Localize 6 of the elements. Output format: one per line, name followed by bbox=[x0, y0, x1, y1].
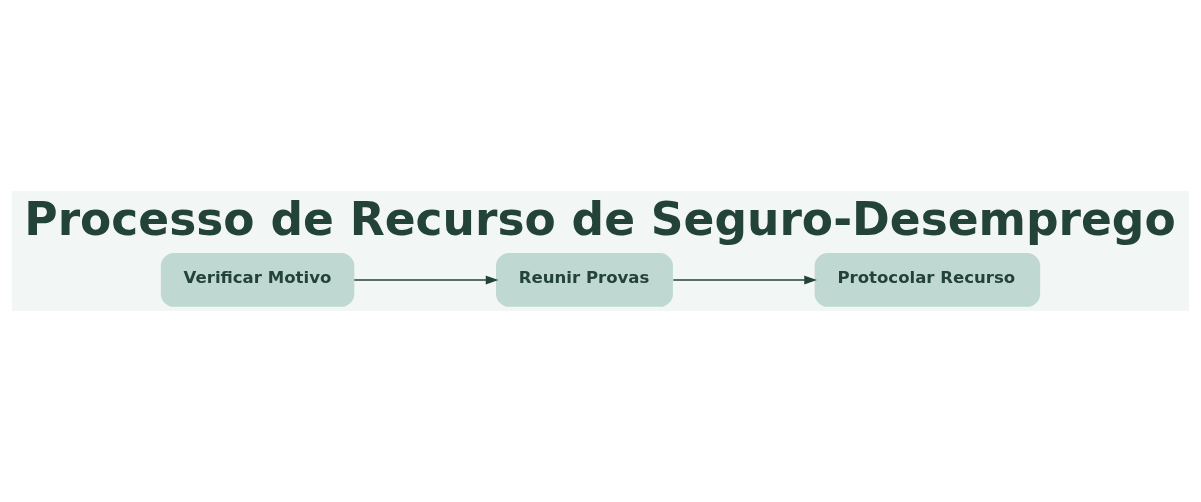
arrow bbox=[353, 275, 499, 285]
diagram-title: Processo de Recurso de Seguro-Desemprego bbox=[24, 192, 1176, 246]
node-box: Protocolar Recurso bbox=[814, 253, 1041, 307]
node-box: Reunir Provas bbox=[496, 253, 673, 307]
arrow bbox=[672, 275, 817, 285]
node-box: Verificar Motivo bbox=[160, 253, 355, 307]
